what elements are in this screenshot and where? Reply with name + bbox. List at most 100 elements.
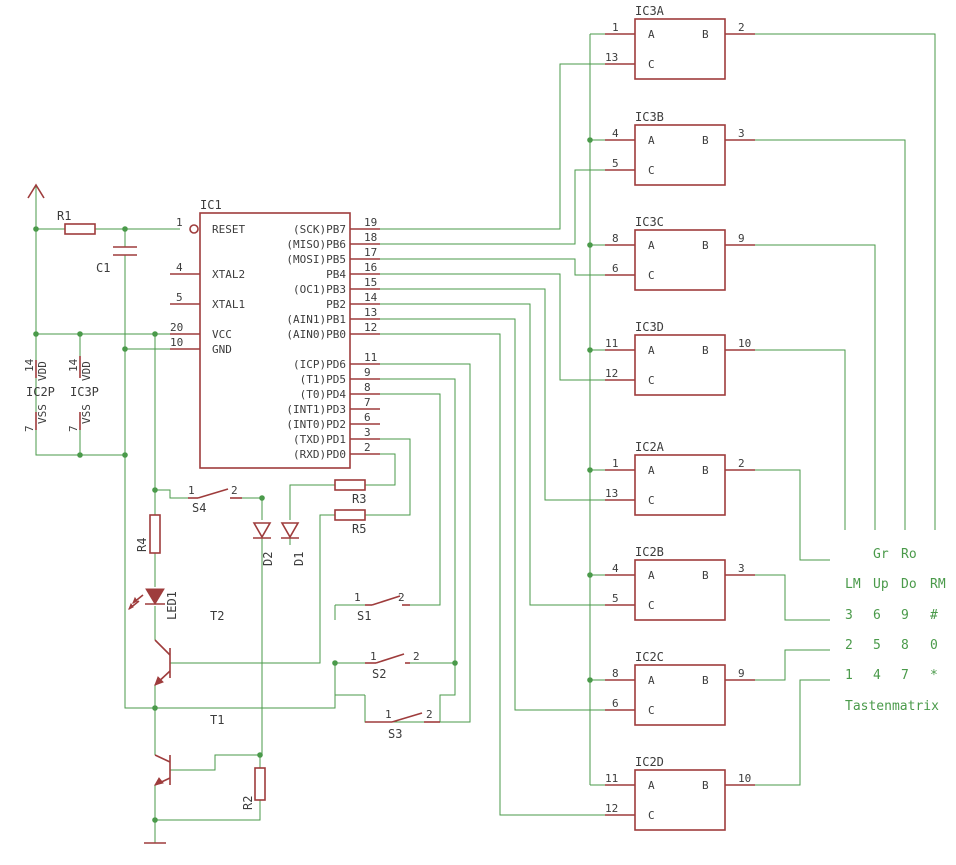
gate-name: IC3B — [635, 110, 664, 124]
pin-number: 16 — [364, 261, 377, 274]
pin-b-label: B — [702, 344, 709, 357]
pin-b-number: 2 — [738, 21, 745, 34]
pin-label: XTAL1 — [212, 298, 245, 311]
pin-label: (INT1)PD3 — [286, 403, 346, 416]
ic1: IC1 1 RESET 4 XTAL2 5 XTAL1 20 VCC 10 GN… — [170, 198, 380, 469]
keypad-label: RM — [930, 577, 946, 592]
gate-name: IC2B — [635, 545, 664, 559]
pin-c-number: 5 — [612, 592, 619, 605]
pin-b-label: B — [702, 674, 709, 687]
pin-label: (MOSI)PB5 — [286, 253, 346, 266]
ic1-pin-reset: 1 RESET — [176, 216, 245, 236]
pin-c-number: 12 — [605, 802, 618, 815]
pin-a-label: A — [648, 28, 655, 41]
pin-a-number: 8 — [612, 667, 619, 680]
pin-number: 9 — [364, 366, 371, 379]
pin-a-number: 8 — [612, 232, 619, 245]
wires — [35, 33, 936, 843]
pin-a-number: 4 — [612, 562, 619, 575]
resistor-r5: R5 — [334, 509, 366, 536]
pin-a-label: A — [648, 674, 655, 687]
switch-pin-2: 2 — [426, 708, 433, 721]
pin-b-number: 9 — [738, 667, 745, 680]
pin-number: 19 — [364, 216, 377, 229]
pin-a-label: A — [648, 779, 655, 792]
switch-pin-2: 2 — [413, 650, 420, 663]
supply-arrow-icon — [27, 183, 45, 199]
pin-label: VCC — [212, 328, 232, 341]
pin-b-number: 2 — [738, 457, 745, 470]
part-label: LED1 — [165, 591, 179, 620]
pin-label: PB4 — [326, 268, 346, 281]
pin-label: (AIN1)PB1 — [286, 313, 346, 326]
switch-s2: 1 2 S2 — [365, 650, 420, 681]
gate-name: IC2A — [635, 440, 665, 454]
vss-label: VSS — [36, 404, 49, 424]
pin-a-label: A — [648, 239, 655, 252]
pin-c-number: 6 — [612, 262, 619, 275]
diode-d1: D1 — [280, 522, 306, 566]
part-label: S1 — [357, 609, 371, 623]
vss-pin-number: 7 — [23, 425, 36, 432]
pin-c-label: C — [648, 374, 655, 387]
part-label: T2 — [210, 609, 224, 623]
switch-pin-1: 1 — [188, 484, 195, 497]
part-label: R5 — [352, 522, 366, 536]
pin-b-label: B — [702, 239, 709, 252]
pin-c-label: C — [648, 269, 655, 282]
pin-number: 5 — [176, 291, 183, 304]
ic1-pin-xtal2: 4 XTAL2 — [176, 261, 245, 281]
pin-number: 10 — [170, 336, 183, 349]
pin-c-label: C — [648, 599, 655, 612]
pin-a-label: A — [648, 134, 655, 147]
pin-number: 20 — [170, 321, 183, 334]
switch-pin-2: 2 — [231, 484, 238, 497]
pin-label: (SCK)PB7 — [293, 223, 346, 236]
part-label: R3 — [352, 492, 366, 506]
ic1-pin-xtal1: 5 XTAL1 — [176, 291, 245, 311]
pin-b-number: 3 — [738, 562, 745, 575]
pin-number: 15 — [364, 276, 377, 289]
pin-number: 4 — [176, 261, 183, 274]
pin-a-number: 1 — [612, 457, 619, 470]
resistor-r1: R1 — [57, 209, 96, 235]
power-block-ic2p: 14 VDD IC2P 7 VSS — [23, 358, 55, 432]
transistor-t1: T1 — [153, 713, 224, 786]
keypad-key: # — [930, 608, 938, 623]
gate-name: IC3D — [635, 320, 664, 334]
keypad-matrix: Gr Ro LM Up Do RM 3 6 9 # 2 5 8 0 1 4 7 … — [845, 547, 946, 714]
pin-c-number: 5 — [612, 157, 619, 170]
pin-number: 7 — [364, 396, 371, 409]
capacitor-c1: C1 — [96, 246, 137, 275]
vdd-label: VDD — [80, 361, 93, 381]
pin-label: (T0)PD4 — [300, 388, 347, 401]
pin-label: (OC1)PB3 — [293, 283, 346, 296]
pin-number: 14 — [364, 291, 378, 304]
transistor-t2: T2 — [154, 609, 224, 686]
switch-s1: 1 2 S1 — [354, 591, 410, 623]
switch-pin-1: 1 — [354, 591, 361, 604]
part-label: S2 — [372, 667, 386, 681]
keypad-key: * — [930, 668, 938, 683]
keypad-key: 5 — [873, 638, 881, 653]
pin-number: 2 — [364, 441, 371, 454]
pin-label: (MISO)PB6 — [286, 238, 346, 251]
keypad-key: 2 — [845, 638, 853, 653]
gate-ic2c: IC2C 8 6 9 A C B — [605, 650, 755, 726]
switch-s3: 1 2 S3 — [365, 708, 440, 741]
pin-label: (ICP)PD6 — [293, 358, 346, 371]
pin-number: 13 — [364, 306, 377, 319]
pin-label: RESET — [212, 223, 245, 236]
gate-name: IC2C — [635, 650, 664, 664]
pin-a-number: 1 — [612, 21, 619, 34]
ic1-pin-gnd: 10 GND — [170, 336, 232, 356]
vdd-pin-number: 14 — [67, 358, 80, 372]
gate-ic3c: IC3C 8 6 9 A C B — [605, 215, 755, 291]
diode-d2: D2 — [252, 522, 275, 566]
pin-c-label: C — [648, 704, 655, 717]
keypad-label: Do — [901, 577, 917, 592]
keypad-key: 6 — [873, 608, 881, 623]
pin-label: (RXD)PD0 — [293, 448, 346, 461]
keypad-label: LM — [845, 577, 861, 592]
keypad-key: 8 — [901, 638, 909, 653]
